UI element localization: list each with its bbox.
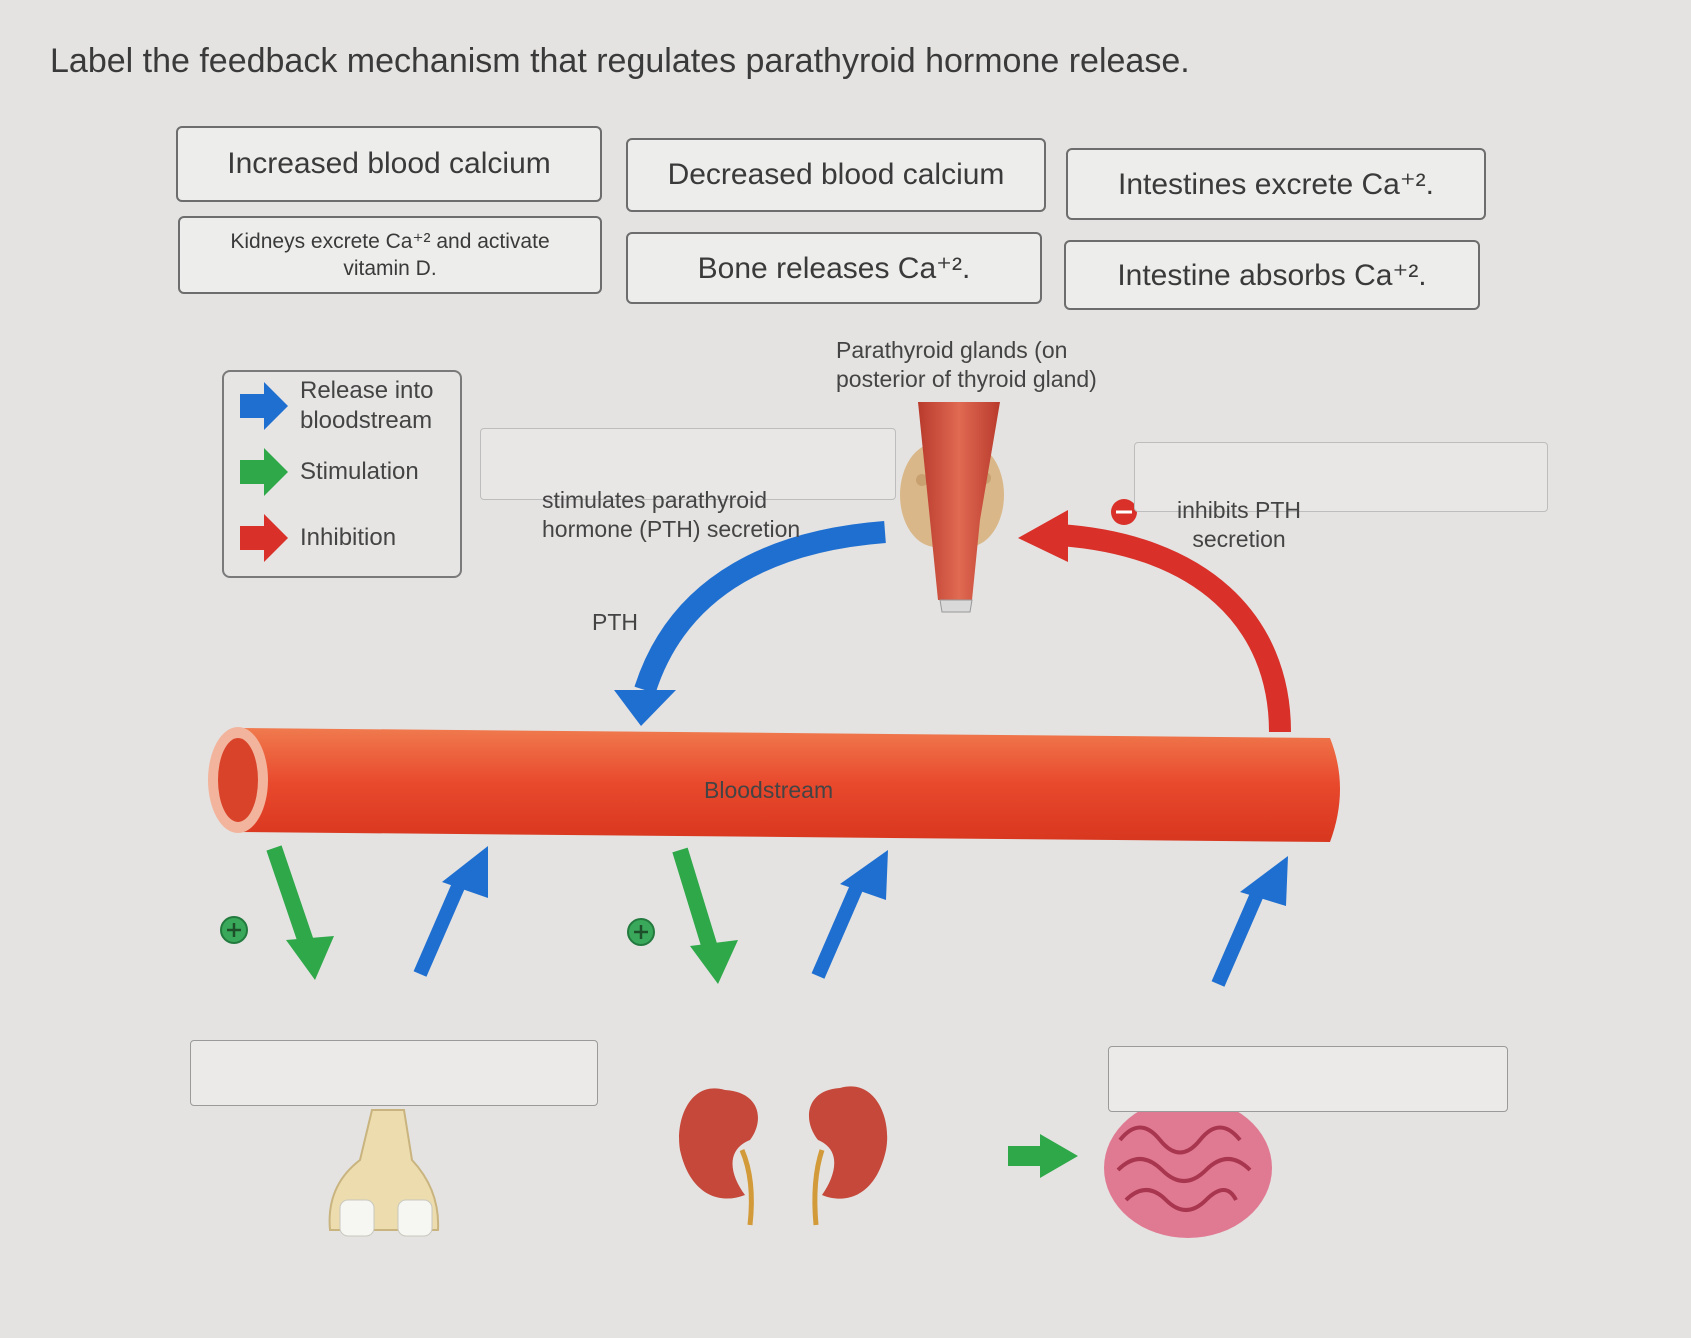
legend: Release into bloodstream Stimulation Inh…: [222, 370, 462, 578]
label-intestine-absorbs[interactable]: Intestine absorbs Ca⁺².: [1064, 240, 1480, 310]
legend-release-label: Release into bloodstream: [300, 377, 434, 434]
plus-icon: [220, 916, 248, 944]
pth-label: PTH: [592, 609, 638, 635]
dropzone-top-right[interactable]: [1134, 442, 1548, 512]
minus-icon: [1111, 499, 1137, 525]
blue-arrow-icon: [240, 382, 288, 430]
legend-stimulation-label: Stimulation: [300, 458, 419, 485]
green-stimulation-arrow-bone: [266, 845, 314, 945]
dropzone-top-left[interactable]: [480, 428, 896, 500]
dropzone-bone[interactable]: [190, 1040, 598, 1106]
inhibits-pth-label: inhibits PTH secretion: [1177, 497, 1301, 552]
red-arrow-icon: [240, 514, 288, 562]
green-stimulation-arrow-kidney: [672, 847, 718, 951]
bloodstream-label: Bloodstream: [704, 777, 834, 803]
bloodstream-vessel: [208, 727, 1340, 842]
legend-release: Release into bloodstream: [238, 376, 450, 436]
label-intestines-excrete[interactable]: Intestines excrete Ca⁺².: [1066, 148, 1486, 220]
stimulates-pth-label: stimulates parathyroid hormone (PTH) sec…: [542, 487, 801, 542]
label-decreased-blood-calcium[interactable]: Decreased blood calcium: [626, 138, 1046, 212]
label-bone-releases[interactable]: Bone releases Ca⁺².: [626, 232, 1042, 304]
inhibition-arrow: [1018, 510, 1291, 733]
plus-icon: [627, 918, 655, 946]
bone-illustration: [328, 1109, 440, 1237]
label-increased-blood-calcium[interactable]: Increased blood calcium: [176, 126, 602, 202]
dropzone-intestine[interactable]: [1108, 1046, 1508, 1112]
green-arrow-to-intestine: [1008, 1134, 1078, 1178]
intestine-illustration: [1104, 1098, 1272, 1238]
pth-release-arrow: [614, 521, 886, 726]
blue-release-arrow-intestine: [1211, 889, 1265, 987]
legend-inhibition-label: Inhibition: [300, 524, 397, 551]
question-prompt: Label the feedback mechanism that regula…: [50, 42, 1190, 80]
label-kidneys-excrete[interactable]: Kidneys excrete Ca⁺² and activate vitami…: [178, 216, 602, 294]
kidneys-illustration: [679, 1086, 888, 1226]
parathyroid-gland-illustration: [900, 402, 1004, 613]
parathyroid-glands-label: Parathyroid glands (on posterior of thyr…: [836, 337, 1097, 392]
legend-inhibition: Inhibition: [238, 510, 396, 566]
green-arrow-icon: [240, 448, 288, 496]
legend-stimulation: Stimulation: [238, 444, 419, 500]
blue-release-arrow-bone: [413, 879, 467, 977]
blue-release-arrow-kidney: [811, 881, 865, 979]
